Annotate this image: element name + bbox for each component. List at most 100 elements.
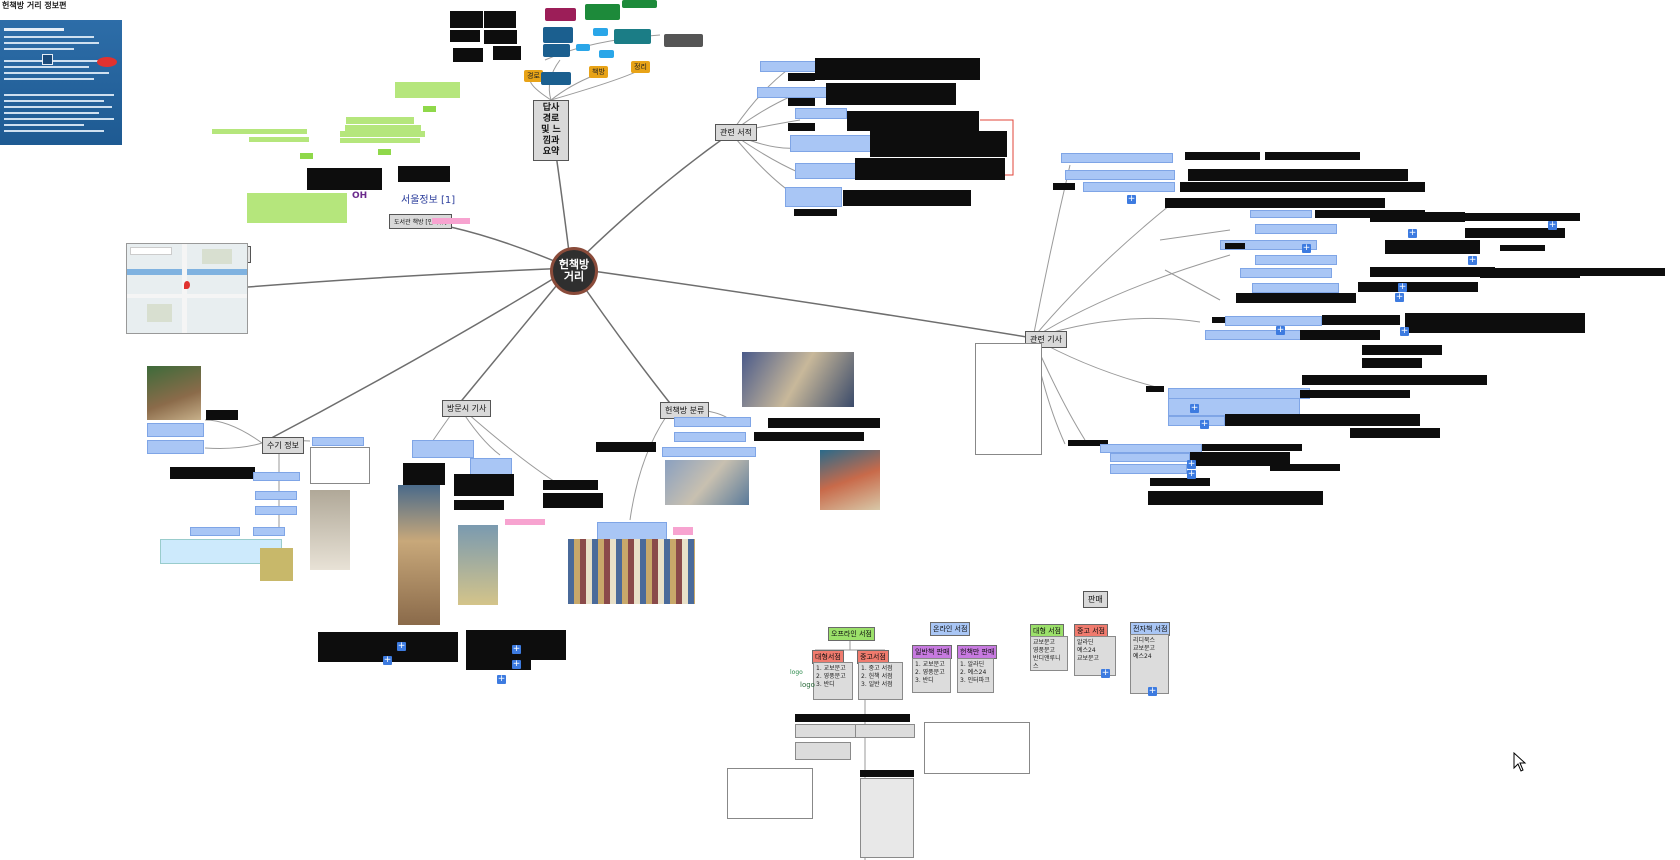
visit-desc[interactable] bbox=[454, 474, 514, 496]
article-item[interactable] bbox=[1083, 182, 1175, 192]
bookstore-desc[interactable] bbox=[860, 770, 914, 777]
book-title[interactable] bbox=[795, 108, 847, 119]
book-tag[interactable] bbox=[788, 123, 815, 131]
summary-node-cyan[interactable] bbox=[593, 28, 608, 36]
article-item[interactable] bbox=[1168, 416, 1225, 426]
category-general-books[interactable]: 일반책 판매 bbox=[912, 645, 953, 659]
expand-icon[interactable]: + bbox=[497, 674, 506, 684]
book-title[interactable] bbox=[760, 61, 817, 72]
interview-note[interactable] bbox=[345, 125, 421, 131]
article-desc[interactable] bbox=[1270, 464, 1340, 471]
article-desc[interactable] bbox=[1405, 313, 1585, 333]
expand-icon[interactable]: + bbox=[1187, 469, 1196, 479]
expand-icon[interactable]: + bbox=[1548, 220, 1557, 230]
article-item[interactable] bbox=[1255, 255, 1337, 265]
bookstore-photo[interactable] bbox=[568, 539, 695, 604]
bookstore-desc[interactable] bbox=[596, 442, 656, 452]
article-item[interactable] bbox=[1110, 453, 1190, 462]
article-item[interactable] bbox=[1250, 210, 1312, 218]
book-title[interactable] bbox=[790, 135, 872, 152]
article-desc[interactable] bbox=[1362, 345, 1442, 355]
article-item[interactable] bbox=[1255, 224, 1337, 234]
interview-node[interactable]: 도서관 책방 [인터뷰] bbox=[389, 214, 452, 229]
summary-node-blue[interactable] bbox=[541, 72, 571, 85]
expand-icon[interactable]: + bbox=[1276, 325, 1285, 335]
interview-note[interactable] bbox=[395, 82, 460, 98]
article-desc[interactable] bbox=[1300, 390, 1410, 398]
info-desc[interactable] bbox=[170, 467, 255, 479]
topic-summary[interactable]: 답사 경로 및 느낌과 요약 bbox=[533, 100, 569, 161]
expand-icon[interactable]: + bbox=[1400, 326, 1409, 336]
summary-node-blue[interactable] bbox=[543, 44, 570, 57]
article-desc[interactable] bbox=[1202, 444, 1302, 451]
info-item[interactable] bbox=[255, 491, 297, 500]
visit-photo[interactable] bbox=[398, 485, 440, 625]
article-tag[interactable] bbox=[1212, 317, 1225, 323]
summary-node-blue[interactable] bbox=[543, 27, 573, 43]
category-used-only[interactable]: 헌책만 판매 bbox=[957, 645, 998, 659]
article-item[interactable] bbox=[1100, 444, 1202, 453]
topic-collected-info[interactable]: 수기 정보 bbox=[262, 437, 304, 454]
article-desc[interactable] bbox=[1322, 315, 1400, 325]
summary-note[interactable] bbox=[450, 30, 480, 42]
summary-node-magenta[interactable] bbox=[545, 8, 576, 21]
category-used-bookstore[interactable]: 중고서점 bbox=[857, 650, 889, 664]
bookstore-desc[interactable] bbox=[795, 714, 855, 722]
article-tag[interactable] bbox=[1225, 243, 1245, 249]
bookstore-photo[interactable] bbox=[665, 460, 749, 505]
interview-note[interactable] bbox=[340, 131, 425, 137]
summary-node-cyan[interactable] bbox=[576, 44, 590, 51]
expand-icon[interactable]: + bbox=[1398, 282, 1407, 292]
article-desc[interactable] bbox=[1225, 414, 1310, 426]
expand-icon[interactable]: + bbox=[1408, 228, 1417, 238]
article-desc[interactable] bbox=[1465, 228, 1565, 238]
bookstore-tag[interactable] bbox=[673, 527, 693, 535]
bookstore-item[interactable] bbox=[597, 522, 667, 540]
article-desc[interactable] bbox=[1150, 478, 1210, 486]
visit-desc[interactable] bbox=[543, 480, 598, 490]
interview-note[interactable] bbox=[212, 129, 307, 134]
visit-desc[interactable] bbox=[403, 463, 445, 485]
article-tag[interactable] bbox=[1068, 440, 1108, 446]
book-title[interactable] bbox=[785, 187, 842, 207]
expand-icon[interactable]: + bbox=[383, 655, 392, 665]
book-tag[interactable] bbox=[794, 209, 837, 216]
visit-photo[interactable] bbox=[458, 525, 498, 605]
info-item[interactable] bbox=[312, 437, 364, 446]
expand-icon[interactable]: + bbox=[512, 659, 521, 669]
expand-icon[interactable]: + bbox=[1302, 243, 1311, 253]
interview-note[interactable] bbox=[340, 138, 420, 143]
book-photo[interactable] bbox=[310, 490, 350, 570]
article-desc[interactable] bbox=[1310, 414, 1420, 426]
article-desc[interactable] bbox=[1188, 169, 1408, 181]
expand-icon[interactable]: + bbox=[1127, 194, 1136, 204]
info-item[interactable] bbox=[147, 423, 204, 437]
article-desc[interactable] bbox=[1370, 267, 1495, 277]
expand-icon[interactable]: + bbox=[1468, 255, 1477, 265]
article-desc[interactable] bbox=[1500, 245, 1545, 251]
summary-node-green[interactable] bbox=[585, 4, 620, 20]
book-desc[interactable] bbox=[847, 111, 979, 131]
article-desc[interactable] bbox=[1190, 452, 1290, 466]
info-item[interactable] bbox=[190, 527, 240, 536]
article-desc[interactable] bbox=[1370, 212, 1465, 222]
interview-note[interactable] bbox=[346, 117, 414, 124]
interview-node[interactable] bbox=[300, 153, 313, 159]
info-image-panel[interactable] bbox=[0, 20, 122, 145]
interview-note[interactable] bbox=[249, 137, 309, 142]
interview-note[interactable] bbox=[247, 193, 347, 223]
summary-note[interactable] bbox=[493, 46, 521, 60]
visit-desc[interactable] bbox=[466, 660, 531, 670]
interview-desc[interactable] bbox=[398, 166, 450, 182]
shop-chip[interactable]: 책방 bbox=[589, 66, 608, 78]
expand-icon[interactable]: + bbox=[1187, 459, 1196, 469]
book-title[interactable] bbox=[795, 163, 857, 179]
summary-note[interactable] bbox=[450, 11, 483, 28]
book-desc[interactable] bbox=[843, 190, 971, 206]
visit-desc[interactable] bbox=[454, 500, 504, 510]
summary-note[interactable] bbox=[453, 48, 483, 62]
map-photo[interactable] bbox=[260, 548, 293, 581]
central-topic[interactable]: 헌책방 거리 bbox=[550, 247, 598, 295]
info-item[interactable] bbox=[147, 440, 204, 454]
